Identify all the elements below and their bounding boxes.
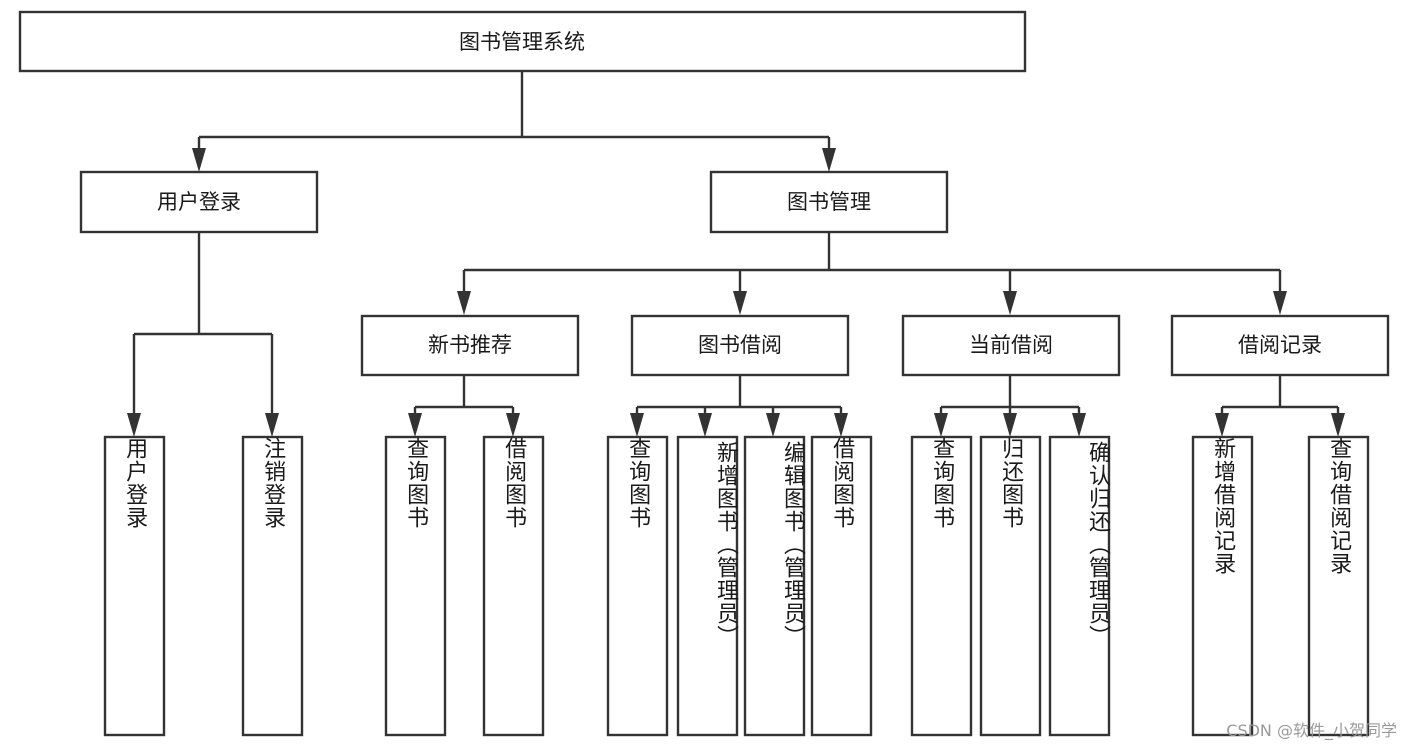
nodes-group: 图书管理系统 用户登录 图书管理 新书推荐 图书借阅 当前 — [18, 10, 1390, 737]
node-new-book-recommend-box[interactable] — [360, 314, 580, 377]
arrowhead-new-book — [457, 291, 471, 315]
node-book-borrow-label: 图书借阅 — [698, 333, 782, 357]
arrowhead-currentborrow-leaf2 — [1003, 413, 1017, 437]
node-new-book-recommend-label: 新书推荐 — [428, 333, 512, 357]
node-leaf-cb-confirm-box[interactable] — [1048, 435, 1111, 737]
node-book-borrow-box[interactable] — [630, 314, 850, 377]
node-root-label: 图书管理系统 — [459, 30, 585, 54]
node-user-login-label: 用户登录 — [157, 190, 241, 214]
node-book-borrow[interactable]: 图书借阅 — [630, 314, 850, 377]
arrowhead-newbook-leaf1 — [408, 413, 422, 437]
node-leaf-logout-box[interactable] — [241, 435, 304, 737]
node-book-management-label: 图书管理 — [787, 190, 871, 214]
node-leaf-br-query-box[interactable] — [1307, 435, 1370, 737]
node-new-book-recommend[interactable]: 新书推荐 — [360, 314, 580, 377]
arrowhead-newbook-leaf2 — [506, 413, 520, 437]
node-current-borrow-label: 当前借阅 — [969, 333, 1053, 357]
node-user-login[interactable]: 用户登录 — [79, 170, 319, 234]
arrowhead-book-mgmt — [822, 148, 836, 172]
node-borrow-record-box[interactable] — [1170, 314, 1390, 377]
arrowhead-bookborrow-leaf3 — [766, 413, 780, 437]
node-leaf-bb-borrow-box[interactable] — [810, 435, 873, 737]
arrowhead-user-login — [192, 148, 206, 172]
arrowhead-borrowrecord-leaf2 — [1331, 413, 1345, 437]
node-leaf-newbook-query-box[interactable] — [384, 435, 447, 737]
node-root[interactable]: 图书管理系统 — [18, 10, 1027, 73]
arrowhead-bookborrow-leaf1 — [630, 413, 644, 437]
node-borrow-record[interactable]: 借阅记录 — [1170, 314, 1390, 377]
arrowhead-bookborrow-leaf2 — [698, 413, 712, 437]
node-current-borrow[interactable]: 当前借阅 — [901, 314, 1121, 377]
arrowhead-borrowrecord-leaf1 — [1215, 413, 1229, 437]
node-root-box[interactable] — [18, 10, 1027, 73]
arrowhead-bookborrow-leaf4 — [834, 413, 848, 437]
node-book-management-box[interactable] — [709, 170, 949, 234]
node-borrow-record-label: 借阅记录 — [1238, 333, 1322, 357]
arrowhead-current-borrow — [1003, 291, 1017, 315]
node-leaf-br-add-box[interactable] — [1191, 435, 1254, 737]
arrowhead-currentborrow-leaf3 — [1072, 413, 1086, 437]
node-leaf-bb-add-box[interactable] — [676, 435, 739, 737]
node-leaf-bb-query-box[interactable] — [606, 435, 669, 737]
node-book-management[interactable]: 图书管理 — [709, 170, 949, 234]
node-leaf-user-login-box[interactable] — [103, 435, 166, 737]
node-leaf-newbook-borrow-box[interactable] — [482, 435, 545, 737]
csdn-watermark: CSDN @软件_小贺同学 — [1226, 721, 1397, 740]
node-leaf-bb-edit-box[interactable] — [743, 435, 806, 737]
arrowhead-leaf-user-login — [127, 413, 141, 437]
node-leaf-cb-query-box[interactable] — [910, 435, 973, 737]
arrowhead-borrow-record — [1273, 291, 1287, 315]
node-leaf-cb-return-box[interactable] — [979, 435, 1042, 737]
edges-group — [127, 71, 1345, 437]
arrowhead-currentborrow-leaf1 — [934, 413, 948, 437]
node-user-login-box[interactable] — [79, 170, 319, 234]
arrowhead-leaf-logout — [265, 413, 279, 437]
arrowhead-book-borrow — [733, 291, 747, 315]
node-current-borrow-box[interactable] — [901, 314, 1121, 377]
